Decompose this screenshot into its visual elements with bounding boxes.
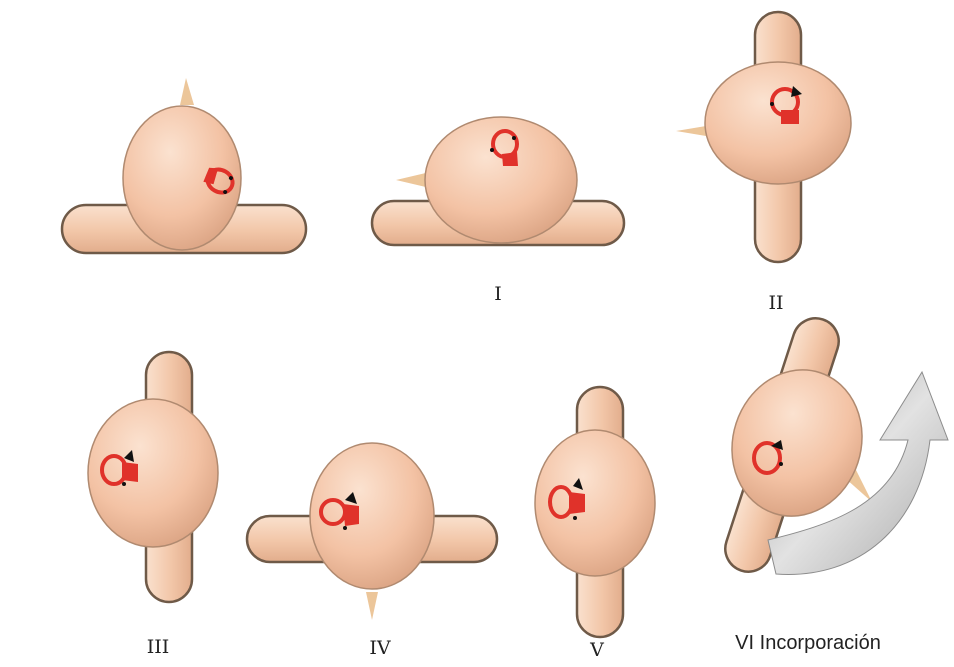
spike-icon xyxy=(366,592,378,620)
body-oval xyxy=(88,399,218,547)
step-label-3: III xyxy=(147,636,170,658)
step-label-5: V xyxy=(590,639,604,661)
body-oval xyxy=(705,62,851,184)
step-label-6: VI Incorporación xyxy=(735,632,881,655)
figure-step-4 xyxy=(247,443,497,620)
step-label-1: I xyxy=(494,283,502,305)
step-label-2: II xyxy=(768,292,783,314)
step-label-4: IV xyxy=(369,637,390,659)
figure-initial xyxy=(62,78,306,253)
spike-icon xyxy=(180,78,194,105)
body-oval xyxy=(425,117,577,243)
figure-step-1 xyxy=(372,117,624,245)
figure-step-3 xyxy=(88,352,218,602)
body-oval xyxy=(123,106,241,250)
body-oval xyxy=(310,443,434,589)
figure-step-2 xyxy=(676,12,851,262)
figure-step-5 xyxy=(535,387,655,637)
body-oval xyxy=(535,430,655,576)
